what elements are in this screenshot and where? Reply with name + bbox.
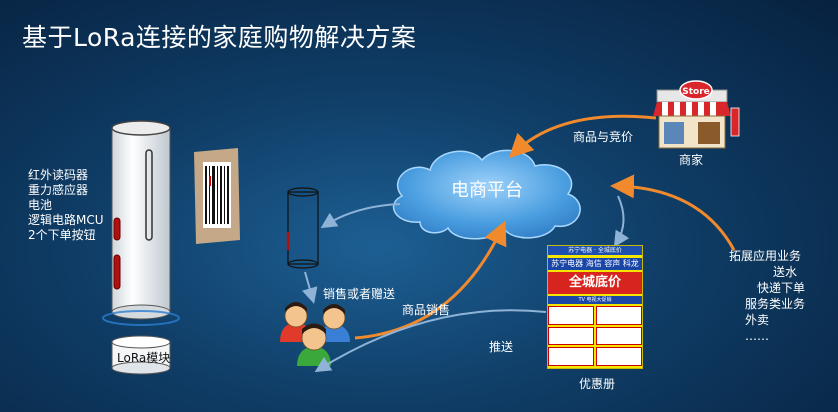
device-cylinder xyxy=(111,120,171,320)
arrow-store-to-platform xyxy=(508,114,657,159)
spec-item: 重力感应器 xyxy=(28,183,89,197)
expand-item: …… xyxy=(745,329,769,343)
spec-item: 红外读码器 xyxy=(28,168,89,182)
edge-label-store-platform: 商品与竞价 xyxy=(573,130,634,144)
expand-item: 快递下单 xyxy=(757,281,806,295)
flyer-product-tile xyxy=(548,347,594,366)
arrow-platform-to-flyer xyxy=(613,195,630,248)
device-spec-list: 红外读码器 重力感应器 电池 逻辑电路MCU 2个下单按钮 xyxy=(28,168,104,243)
flyer-product-tile xyxy=(548,326,594,346)
spec-item: 2个下单按钮 xyxy=(28,228,96,242)
barcode-card xyxy=(194,148,240,244)
edge-label-platform-users: 销售或者赠送 xyxy=(323,287,396,301)
flyer-product-tile xyxy=(596,306,642,325)
flyer-product-tile xyxy=(596,326,642,346)
expand-item: 送水 xyxy=(773,265,798,279)
flyer-product-tile xyxy=(548,306,594,325)
expand-heading: 拓展应用业务 xyxy=(729,249,802,263)
store-icon xyxy=(653,80,740,149)
arrow-expand-to-platform xyxy=(610,174,736,251)
spec-item: 电池 xyxy=(28,198,53,212)
edge-label-flyer-users: 推送 xyxy=(489,340,514,354)
flyer-strip: TV 电视大促销 xyxy=(548,296,642,304)
platform-label: 电商平台 xyxy=(451,180,523,201)
lora-module-label: LoRa模块 xyxy=(117,351,171,365)
flyer-headline: 全城底价 xyxy=(548,272,642,294)
expand-business-list: 拓展应用业务 送水 快递下单 服务类业务 外卖 …… xyxy=(729,248,805,344)
flyer-label: 优惠册 xyxy=(579,377,616,391)
users-icon xyxy=(280,302,350,366)
promo-flyer: 苏宁电器 · 全城底价 苏宁电器 海信 容声 科龙 全城底价 TV 电视大促销 xyxy=(547,245,643,369)
flyer-brand-line: 苏宁电器 海信 容声 科龙 xyxy=(548,258,642,270)
spec-item: 逻辑电路MCU xyxy=(28,213,104,227)
edge-label-users-platform: 商品销售 xyxy=(402,303,451,317)
expand-item: 服务类业务 xyxy=(745,297,806,311)
arrow-platform-to-users xyxy=(302,271,318,304)
lora-module xyxy=(111,335,171,375)
expand-item: 外卖 xyxy=(745,313,770,327)
store-label: 商家 xyxy=(679,153,704,167)
flyer-header: 苏宁电器 · 全城底价 xyxy=(548,246,642,255)
arrow-platform-to-device xyxy=(320,203,401,229)
arrow-users-to-platform xyxy=(354,220,507,340)
flyer-product-grid xyxy=(548,306,642,366)
page-title: 基于LoRa连接的家庭购物解决方案 xyxy=(22,23,417,52)
arrow-flyer-to-users xyxy=(314,309,547,373)
small-device-cylinder xyxy=(286,187,319,269)
store-sign: Store xyxy=(682,87,710,97)
ecommerce-cloud xyxy=(392,149,581,240)
device-shadow-ring xyxy=(102,310,180,326)
flyer-product-tile xyxy=(596,347,642,366)
